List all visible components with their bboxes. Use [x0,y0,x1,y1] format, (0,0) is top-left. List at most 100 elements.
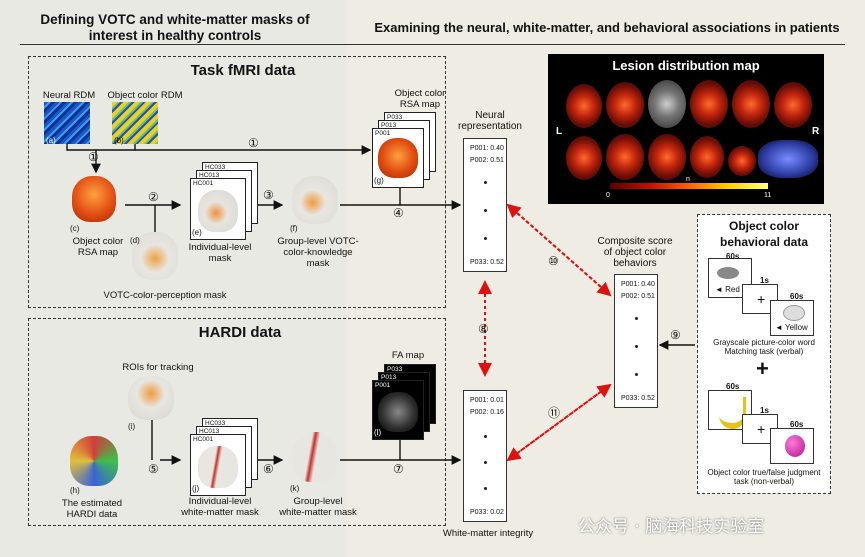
banana-object [719,397,746,429]
task1-time-1s: 1s [760,276,769,285]
ellipsis-dot [484,487,487,490]
grayscale-object-2 [783,305,805,321]
object-color-rdm-matrix [112,102,158,144]
step-9: ⑨ [670,328,681,342]
task2-card-color [770,428,814,464]
step-2: ② [148,190,159,204]
individual-level-mask-label: Individual-level mask [188,242,252,264]
rsa-brain-image [72,176,116,222]
object-color-rdm-label: Object color RDM [107,90,183,101]
tag-g: (g) [374,176,384,185]
composite-row-p033: P033: 0.52 [621,395,655,402]
neural-row-p001: P001: 0.40 [470,145,504,152]
lesion-slice [606,82,644,128]
lesion-slice [648,134,686,180]
step-8: ⑧ [478,322,489,336]
ellipsis-dot [484,181,487,184]
step-7: ⑦ [393,462,404,476]
tag-e: (e) [192,228,202,237]
tag-k: (k) [290,484,300,493]
object-color-rsa-map-label: Object color RSA map [72,236,124,258]
wm-row-p002: P002: 0.16 [470,409,504,416]
lesion-slice [690,80,728,128]
step-5: ⑤ [148,462,159,476]
white-matter-integrity-label: White-matter integrity [442,528,534,539]
hardi-tract-image [70,436,118,486]
lesion-colorbar [610,183,768,189]
hardi-title: HARDI data [198,324,282,341]
group-wm-brain [292,432,338,482]
individual-wm-brain [198,446,238,488]
fa-map-label: FA map [391,350,425,361]
tag-a: (a) [46,136,56,145]
rdm-join-line [66,144,136,151]
step-11: ⑪ [548,406,561,420]
composite-row-p001: P001: 0.40 [621,281,655,288]
lesion-slice [732,80,770,128]
composite-row-p002: P002: 0.51 [621,293,655,300]
sagittal-slice [758,140,818,178]
tag-h: (h) [70,486,80,495]
task1-yellow-label: ◄ Yellow [775,323,808,332]
task1-card-picture: ◄ Red [708,258,752,298]
neural-representation-box: P001: 0.40 P002: 0.51 P033: 0.52 [463,138,507,272]
step-1b: ① [248,136,259,150]
neural-representation-label: Neural representation [458,110,522,132]
tag-c: (c) [70,224,80,233]
behavioral-title: Object color behavioral data [719,219,809,249]
lesion-slice [606,134,644,180]
tag-l: (l) [374,428,382,437]
hardi-box [28,318,446,526]
step-6: ⑥ [263,462,274,476]
task-fmri-box [28,56,446,308]
task-fmri-title: Task fMRI data [190,62,296,79]
votc-color-perception-label: VOTC-color-perception mask [103,290,227,301]
watermark: 公众号 · 脑海科技实验室 [578,517,765,537]
group-mask-brain [292,176,338,224]
ellipsis-dot [484,435,487,438]
patient-rsa-brain [378,138,418,178]
task1-time-60s-b: 60s [790,292,804,301]
step-3: ③ [263,188,274,202]
lesion-distribution-map: Lesion distribution map [548,54,824,204]
arrow-step10-back [506,203,611,296]
composite-score-box: P001: 0.40 P002: 0.51 P033: 0.52 [614,274,658,408]
votc-perception-brain [132,232,178,280]
neural-rdm-matrix [44,102,90,144]
rois-label: ROIs for tracking [122,362,194,373]
individual-wm-mask-label: Individual-level white-matter mask [181,496,259,518]
lesion-slice [690,136,724,178]
task1-red-label: ◄ Red [715,285,740,294]
task1-card-fixation: + [742,284,778,314]
individual-mask-brain [198,190,238,232]
task2-description: Object color true/false judgment task (n… [707,468,821,486]
lesion-map-title: Lesion distribution map [612,58,760,73]
neural-row-p033: P033: 0.52 [470,259,504,266]
group-wm-mask-label: Group-level white-matter mask [279,496,357,518]
step-1a: ① [88,150,99,164]
ellipsis-dot [484,461,487,464]
colored-object [785,435,805,457]
rsa-map-stack-label: Object color RSA map [394,88,446,110]
task1-description: Grayscale picture-color word Matching ta… [713,338,815,356]
lesion-slice [566,84,602,128]
estimated-hardi-label: The estimated HARDI data [61,498,123,520]
tag-d: (d) [130,236,140,245]
composite-score-label: Composite score of object color behavior… [597,236,673,269]
task2-time-60s-b: 60s [790,420,804,429]
grayscale-object [717,267,739,279]
task2-time-1s: 1s [760,406,769,415]
rois-brain [128,376,174,420]
wm-row-p033: P033: 0.02 [470,509,504,516]
tag-b: (b) [114,136,124,145]
lesion-slice [648,80,686,128]
lesion-left-label: L [556,126,563,137]
task2-time-60s-a: 60s [726,382,740,391]
ellipsis-dot [484,209,487,212]
ellipsis-dot [484,237,487,240]
ellipsis-dot [635,317,638,320]
task1-card-color: ◄ Yellow [770,300,814,336]
group-level-mask-label: Group-level VOTC- color-knowledge mask [277,236,359,269]
